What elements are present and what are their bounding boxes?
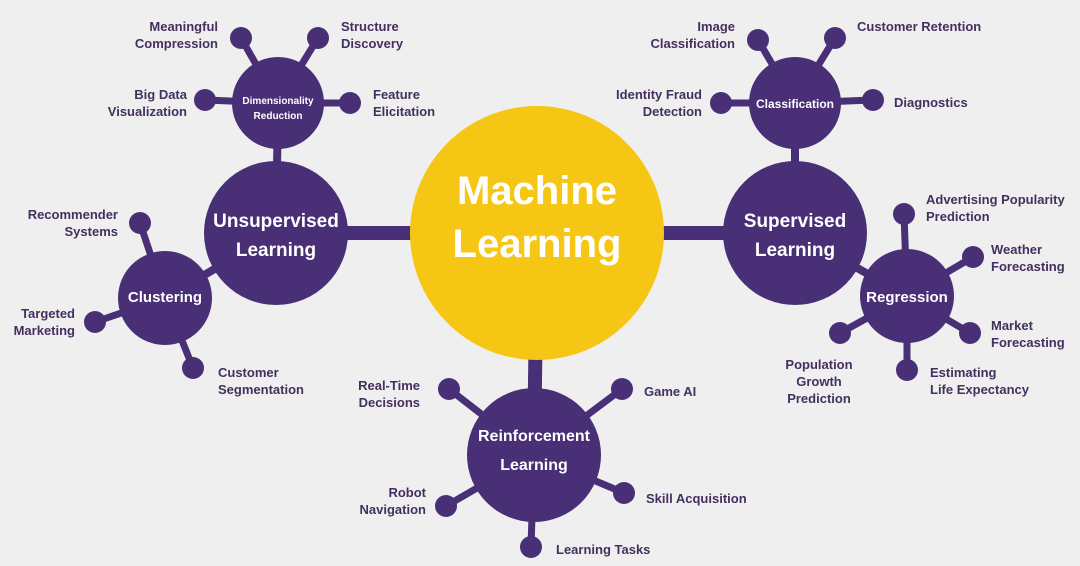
game-ai-dot — [611, 378, 633, 400]
meaningful-compression-dot — [230, 27, 252, 49]
leaf-label-image-classification: Image Classification — [650, 19, 735, 51]
leaf-label-big-data-visualization: Big Data Visualization — [107, 87, 187, 119]
clustering-title: Clustering — [128, 289, 202, 306]
real-time-decisions-dot — [438, 378, 460, 400]
unsupervised-node — [204, 161, 348, 305]
leaf-label-customer-retention: Customer Retention — [857, 19, 982, 34]
robot-navigation-dot — [435, 495, 457, 517]
skill-acquisition-dot — [613, 482, 635, 504]
leaf-label-weather-forecasting: Weather Forecasting — [991, 242, 1065, 274]
structure-discovery-dot — [307, 27, 329, 49]
leaf-label-feature-elicitation: Feature Elicitation — [373, 87, 436, 119]
regression-title: Regression — [866, 289, 948, 306]
estimating-life-expectancy-dot — [896, 359, 918, 381]
market-forecasting-dot — [959, 322, 981, 344]
supervised-title-line2: Learning — [755, 240, 835, 261]
leaf-label-diagnostics: Diagnostics — [894, 95, 968, 110]
leaf-label-game-ai: Game AI — [644, 384, 697, 399]
learning-tasks-dot — [520, 536, 542, 558]
leaf-label-population-growth-prediction: Population Growth Prediction — [785, 357, 853, 406]
diagnostics-dot — [862, 89, 884, 111]
leaf-label-targeted-marketing: Targeted Marketing — [13, 306, 75, 338]
identity-fraud-detection-dot — [710, 92, 732, 114]
dimensionality-node — [232, 57, 324, 149]
population-growth-prediction-dot — [829, 322, 851, 344]
hub-circle — [410, 106, 664, 360]
hub-title-line2: Learning — [453, 222, 622, 266]
leaf-label-identity-fraud-detection: Identity Fraud Detection — [616, 87, 702, 119]
reinforcement-node — [467, 388, 601, 522]
reinforcement-title-line2: Learning — [500, 457, 568, 474]
leaf-label-structure-discovery: Structure Discovery — [341, 19, 404, 51]
big-data-visualization-dot — [194, 89, 216, 111]
targeted-marketing-dot — [84, 311, 106, 333]
leaf-label-skill-acquisition: Skill Acquisition — [646, 491, 747, 506]
leaf-label-market-forecasting: Market Forecasting — [991, 318, 1065, 350]
unsupervised-title-line2: Learning — [236, 240, 316, 261]
leaf-label-learning-tasks: Learning Tasks — [556, 542, 651, 557]
weather-forecasting-dot — [962, 246, 984, 268]
leaf-label-estimating-life-expectancy: Estimating Life Expectancy — [930, 365, 1029, 397]
clustering-node — [118, 251, 212, 345]
customer-segmentation-dot — [182, 357, 204, 379]
branch-nodes — [118, 57, 954, 522]
leaf-label-real-time-decisions: Real-Time Decisions — [358, 378, 420, 410]
dimensionality-title-line2: Reduction — [254, 111, 303, 122]
unsupervised-title-line1: Unsupervised — [213, 211, 339, 232]
classification-node — [749, 57, 841, 149]
image-classification-dot — [747, 29, 769, 51]
customer-retention-dot — [824, 27, 846, 49]
leaf-label-meaningful-compression: Meaningful Compression — [134, 19, 218, 51]
advertising-popularity-prediction-dot — [893, 203, 915, 225]
regression-node — [860, 249, 954, 343]
dimensionality-title-line1: Dimensionality — [242, 96, 314, 107]
leaf-label-recommender-systems: Recommender Systems — [27, 207, 118, 239]
feature-elicitation-dot — [339, 92, 361, 114]
leaf-label-customer-segmentation: Customer Segmentation — [218, 365, 304, 397]
leaf-dots — [84, 27, 984, 558]
classification-title: Classification — [756, 97, 834, 111]
leaf-label-advertising-popularity-prediction: Advertising Popularity Prediction — [926, 192, 1065, 224]
leaf-label-robot-navigation: Robot Navigation — [359, 485, 426, 517]
recommender-systems-dot — [129, 212, 151, 234]
supervised-node — [723, 161, 867, 305]
supervised-title-line1: Supervised — [744, 211, 846, 232]
reinforcement-title-line1: Reinforcement — [478, 428, 591, 445]
hub-title-line1: Machine — [457, 169, 617, 213]
